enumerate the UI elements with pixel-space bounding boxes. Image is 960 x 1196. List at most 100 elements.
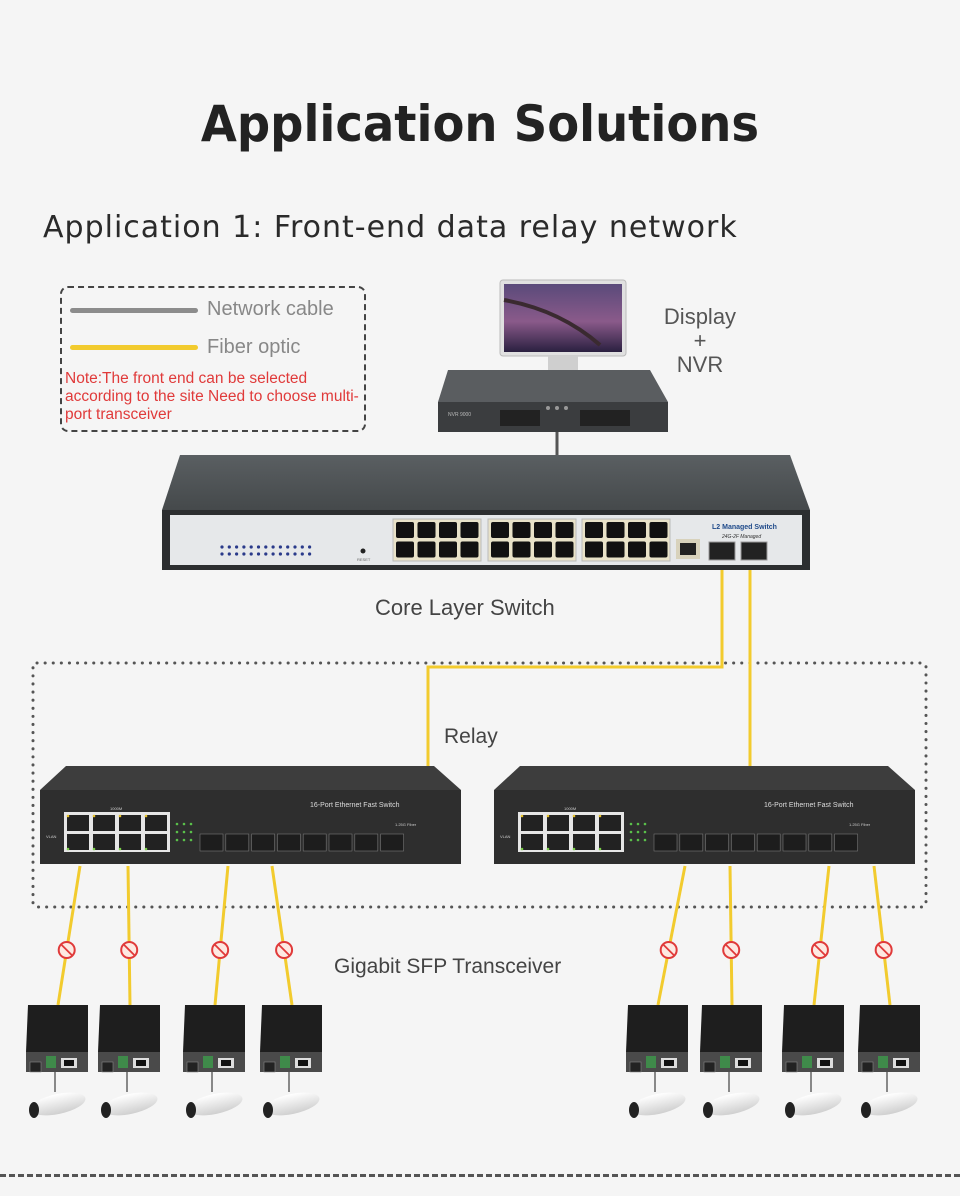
terminal-block	[46, 1056, 56, 1068]
rj45-port	[417, 522, 436, 538]
display-label-line1: Display	[663, 304, 737, 329]
status-led	[182, 822, 186, 826]
terminal-block	[878, 1056, 888, 1068]
rj45-jack-hole	[896, 1060, 906, 1066]
status-led	[189, 838, 193, 842]
status-led	[278, 552, 282, 556]
relay-ports	[64, 812, 404, 852]
camera-lens	[29, 1102, 39, 1118]
relay-vlan-label: VLAN	[500, 834, 511, 839]
nvr-badge: NVR 9000	[448, 412, 471, 418]
rj45-port	[460, 541, 479, 558]
core-sfp-port-1	[708, 541, 736, 561]
legend-note: Note:The front end can be selected accor…	[65, 370, 359, 423]
cctv-camera-icon	[187, 1092, 243, 1116]
transceiver-unit	[700, 865, 762, 1118]
legend-network-cable-label: Network cable	[207, 298, 334, 320]
rj45-jack-hole	[136, 1060, 146, 1066]
rj45-port	[628, 522, 646, 538]
display-nvr-label: Display + NVR	[640, 305, 760, 377]
status-led	[300, 545, 304, 549]
fiber-link-core-to-relay-1	[426, 568, 724, 770]
status-led	[235, 545, 239, 549]
status-led	[300, 552, 304, 556]
port-led	[92, 847, 96, 851]
rj45-port	[119, 815, 141, 831]
status-led	[636, 822, 640, 826]
port-led	[118, 847, 122, 851]
status-led	[182, 838, 186, 842]
status-led	[256, 545, 261, 549]
rj45-port	[396, 541, 414, 558]
port-led	[572, 847, 576, 851]
status-led	[636, 830, 640, 834]
sfp-port	[782, 833, 807, 852]
port-led	[598, 814, 602, 818]
core-model-text: 24G-2F Managed	[721, 534, 761, 540]
sfp-slot	[785, 1061, 798, 1073]
port-led	[520, 847, 524, 851]
status-led	[286, 552, 290, 556]
port-led	[66, 814, 70, 818]
status-led	[220, 552, 224, 556]
rj45-port	[396, 522, 414, 538]
legend-box: Network cable Fiber optic Note:The front…	[60, 286, 366, 432]
transceiver-unit	[858, 865, 920, 1118]
core-console-port	[680, 543, 696, 555]
transceiver-body	[782, 1005, 844, 1052]
rj45-port	[555, 522, 574, 538]
rj45-port	[649, 541, 668, 558]
cctv-camera-icon	[30, 1092, 86, 1116]
core-layer-switch: RESET L2 Managed Switch 24G-2F Managed	[162, 455, 810, 570]
sfp-slot	[29, 1061, 42, 1073]
camera-lens	[629, 1102, 639, 1118]
camera-lens	[263, 1102, 273, 1118]
sfp-slot	[861, 1061, 874, 1073]
display-label-line3: NVR	[676, 352, 724, 377]
page-title: Application Solutions	[200, 95, 760, 153]
sfp-port	[705, 833, 729, 852]
relay-switch-brand: 16-Port Ethernet Fast Switch	[764, 802, 854, 809]
rj45-port	[573, 834, 595, 850]
rj45-port	[628, 541, 646, 558]
transceiver-body	[858, 1005, 920, 1052]
rj45-port	[145, 834, 167, 850]
rj45-jack-hole	[664, 1060, 674, 1066]
relay-vlan-label: VLAN	[46, 834, 57, 839]
core-reset-label: RESET	[357, 557, 371, 562]
port-led	[66, 847, 70, 851]
cctv-camera-icon	[630, 1092, 686, 1116]
rj45-port	[547, 834, 569, 850]
status-led	[256, 552, 261, 556]
port-led	[92, 814, 96, 818]
warning-slash	[214, 943, 227, 957]
rj45-port	[555, 541, 574, 558]
status-led	[278, 545, 282, 549]
rj45-port	[93, 815, 115, 831]
status-led	[629, 838, 633, 842]
camera-lens	[101, 1102, 111, 1118]
sfp-slot	[629, 1061, 642, 1073]
camera-lens	[861, 1102, 871, 1118]
relay-switch-top-label: 1000M	[110, 806, 122, 811]
status-led	[643, 830, 647, 834]
cctv-camera-icon	[862, 1092, 918, 1116]
fiber-link	[728, 865, 734, 1006]
transceiver-label: Gigabit SFP Transceiver	[334, 955, 562, 978]
terminal-block	[720, 1056, 730, 1068]
rj45-port	[606, 522, 625, 538]
fiber-link	[213, 865, 230, 1006]
status-led	[286, 545, 290, 549]
sfp-port	[756, 833, 781, 852]
transceiver-body	[183, 1005, 245, 1052]
status-led	[308, 545, 312, 549]
port-led	[572, 814, 576, 818]
status-led	[293, 545, 297, 549]
rj45-port	[67, 815, 89, 831]
status-led	[629, 822, 633, 826]
rj45-port	[439, 522, 457, 538]
relay-switch-brand: 16-Port Ethernet Fast Switch	[310, 802, 400, 809]
sfp-port	[834, 833, 858, 852]
rj45-port	[93, 834, 115, 850]
status-led	[293, 552, 297, 556]
